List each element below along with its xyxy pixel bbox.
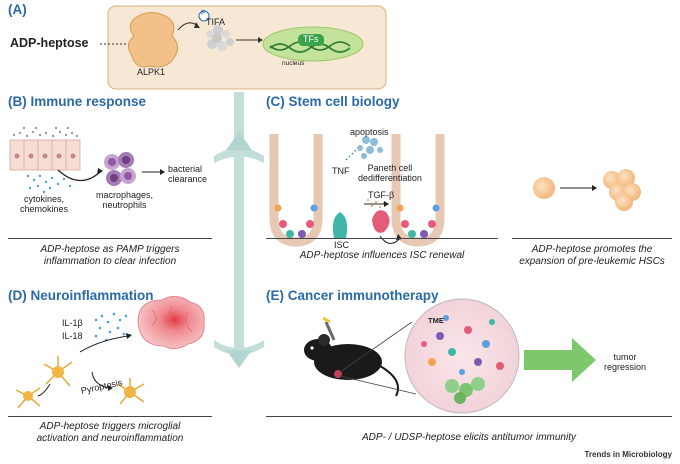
panel-b-caption: ADP-heptose as PAMP triggers inflammatio… [40,244,180,267]
panel-c-caption-right: ADP-heptose promotes the expansion of pr… [519,244,665,267]
panel-c-rule-right [512,238,672,239]
tnf-label: TNF [332,166,350,176]
tifa-protein [198,10,234,51]
panel-b-rule [8,238,212,239]
panel-d-title: (D) Neuroinflammation [8,288,154,303]
panel-c-rule-left [266,238,498,239]
macrophages-label: macrophages, neutrophils [96,190,154,210]
panel-d-rule [8,416,212,417]
panel-d-caption: ADP-heptose triggers microglial activati… [36,421,184,444]
panel-b-title: (B) Immune response [8,94,147,109]
cytokines-label: cytokines, chemokines [20,194,69,214]
journal-credit: Trends in Microbiology [584,450,672,459]
epithelium-cells [9,126,81,194]
tifa-label: TIFA [206,17,226,27]
il18-label: IL-18 [62,331,83,341]
central-connector [214,92,264,368]
apoptosis-label: apoptosis [350,127,389,137]
microglia-cells [15,356,145,409]
phospho-label: P [201,10,206,17]
paneth-label: Paneth cell dedifferentiation [358,163,422,183]
nucleus-label: nucleus [282,60,305,67]
panel-e-title: (E) Cancer immunotherapy [266,288,439,303]
alpk1-protein [128,12,178,68]
immune-cells [104,152,136,186]
panel-e-rule [266,416,672,417]
tfs-label: TFs [303,34,319,44]
tme-circle [404,298,520,414]
clearance-label: bacterial clearance [168,164,208,184]
adp-heptose-label: ADP-heptose [10,36,89,50]
hsc-cluster-small [533,177,555,199]
brain-image [137,296,205,350]
panel-e-caption: ADP- / UDSP-heptose elicits antitumor im… [362,432,576,443]
panel-c-title: (C) Stem cell biology [266,94,400,109]
hsc-cluster-large [603,169,641,211]
mouse-image [304,316,399,397]
il1b-label: IL-1β [62,318,83,328]
intestinal-crypts [269,134,445,247]
alpk1-label: ALPK1 [137,67,166,77]
isc-label: ISC [334,240,350,250]
panel-c-caption-left: ADP-heptose influences ISC renewal [299,250,465,261]
tme-label: TME [428,316,444,325]
panel-a-title: (A) [8,2,27,17]
regression-label: tumor regression [604,352,647,372]
cytokine-dots [94,312,128,342]
tme-cells [421,315,504,404]
regression-arrow [524,338,596,382]
tgfb-label: TGF-β [368,190,395,200]
